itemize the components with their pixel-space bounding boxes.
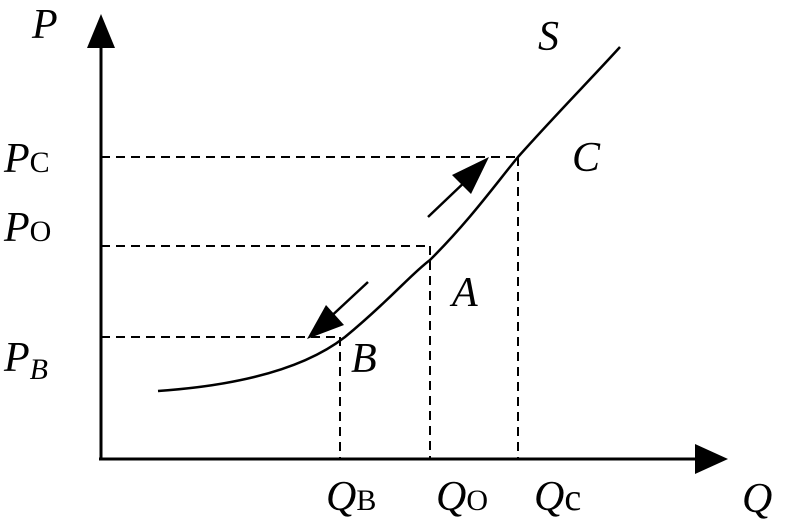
supply-curve — [157, 46, 621, 393]
y-axis-label: P — [31, 2, 58, 48]
y-tick-po: PO — [3, 205, 51, 251]
arrow-down-icon — [307, 305, 344, 339]
point-label-b: B — [351, 336, 377, 382]
point-label-a: A — [449, 270, 478, 316]
y-axis-arrow-icon — [87, 14, 115, 48]
x-tick-qc: Qc — [534, 474, 581, 520]
x-tick-qb: QB — [326, 474, 376, 520]
y-tick-pb: PB — [3, 335, 48, 386]
x-axis-label: Q — [742, 476, 772, 522]
x-tick-qo: QO — [436, 474, 488, 520]
curve-label-s: S — [538, 14, 559, 60]
y-tick-pc: PC — [3, 136, 50, 182]
point-label-c: C — [572, 135, 601, 181]
x-axis-arrow-icon — [695, 444, 728, 474]
arrow-up-icon — [452, 157, 489, 194]
